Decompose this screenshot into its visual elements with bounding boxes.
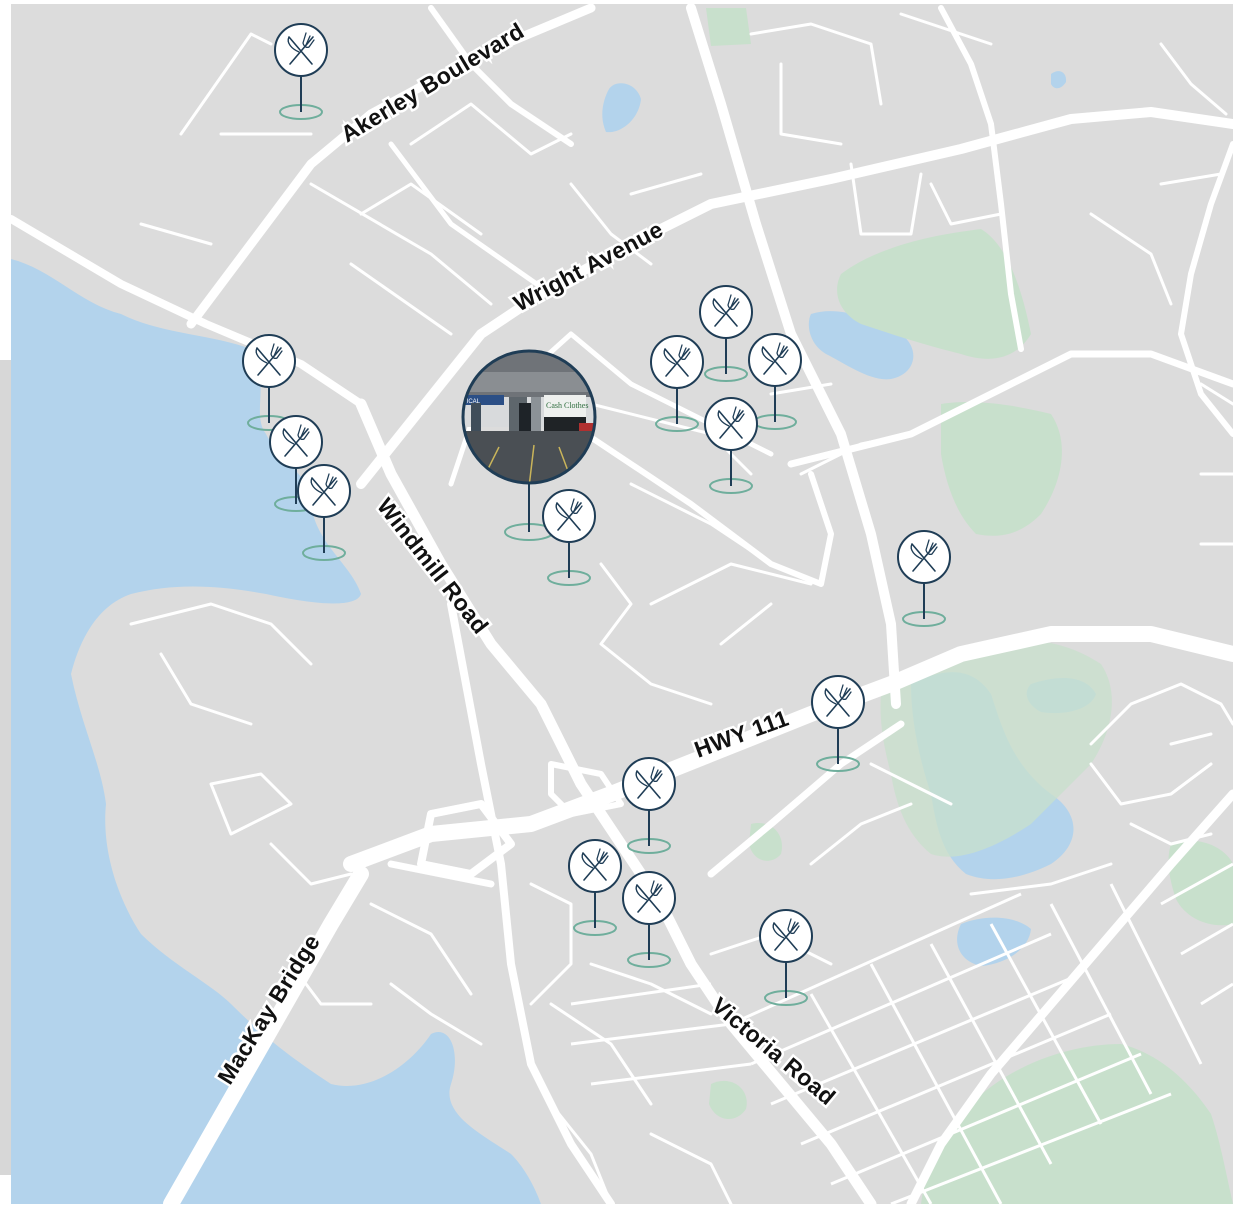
restaurant-marker[interactable] bbox=[297, 464, 351, 561]
restaurant-marker[interactable] bbox=[650, 335, 704, 432]
restaurant-markers: TICAL Cash Clothes bbox=[242, 23, 951, 1006]
restaurant-marker[interactable] bbox=[622, 871, 676, 968]
street-grid bbox=[570, 862, 1233, 1204]
restaurant-marker[interactable] bbox=[811, 675, 865, 772]
restaurant-marker[interactable] bbox=[269, 415, 323, 512]
minor-roads bbox=[129, 12, 1233, 1204]
restaurant-marker[interactable] bbox=[699, 285, 753, 382]
restaurant-marker[interactable] bbox=[704, 397, 758, 494]
storefront-sign-left: TICAL bbox=[463, 399, 481, 405]
side-strip bbox=[0, 360, 12, 1175]
restaurant-marker[interactable] bbox=[897, 530, 951, 627]
restaurant-marker[interactable] bbox=[568, 839, 622, 936]
park-layer bbox=[706, 8, 1233, 1204]
storefront-sign-right: Cash Clothes bbox=[546, 401, 588, 410]
restaurant-marker[interactable] bbox=[274, 23, 328, 120]
restaurant-marker[interactable] bbox=[622, 757, 676, 854]
major-roads bbox=[11, 4, 1233, 1204]
restaurant-marker[interactable] bbox=[759, 909, 813, 1006]
restaurant-marker[interactable] bbox=[242, 334, 296, 431]
map-frame[interactable]: Akerley Boulevard Wright Avenue Windmill… bbox=[11, 4, 1233, 1204]
map-canvas[interactable]: Akerley Boulevard Wright Avenue Windmill… bbox=[11, 4, 1233, 1204]
restaurant-marker[interactable] bbox=[542, 489, 596, 586]
